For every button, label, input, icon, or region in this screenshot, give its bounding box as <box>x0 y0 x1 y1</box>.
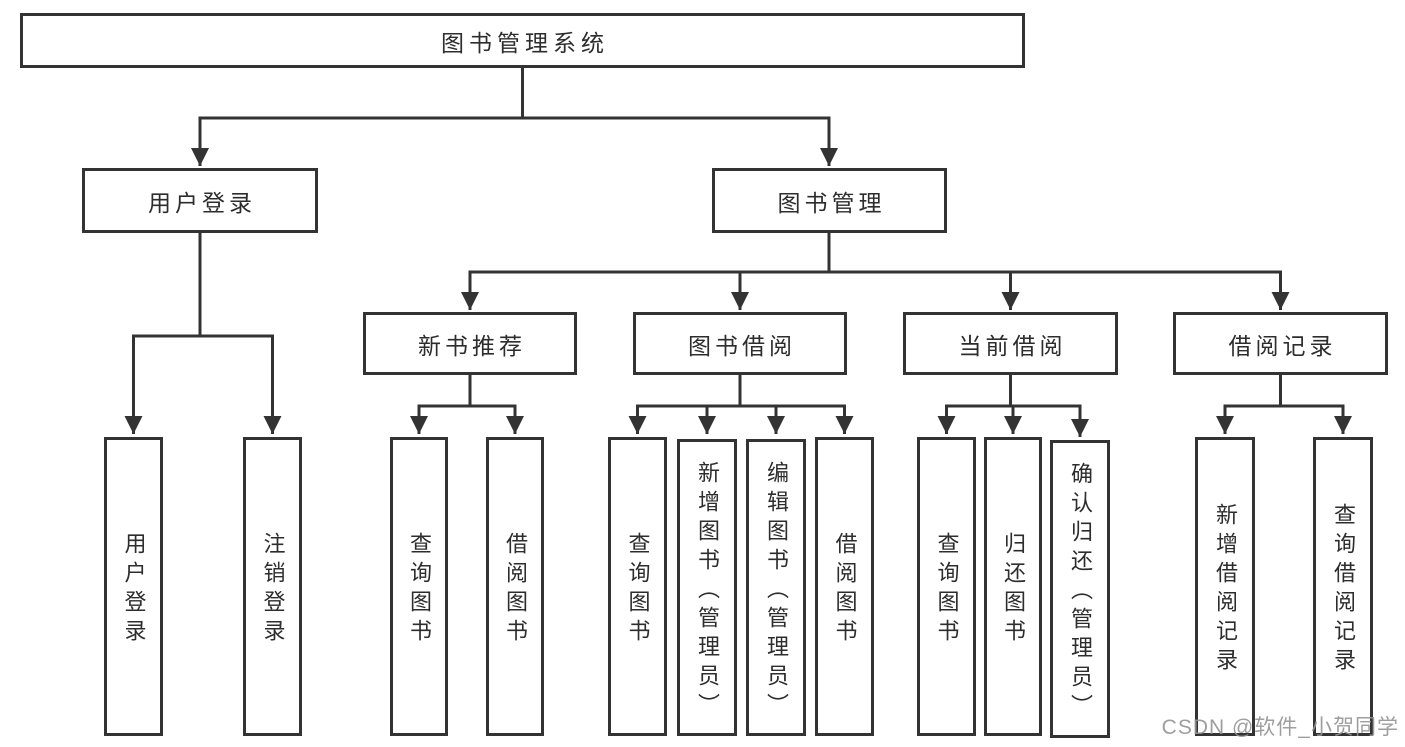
leaf-borrow-query-book: 查询图书 <box>608 437 667 736</box>
leaf-recommend-query-book: 查询图书 <box>390 437 448 736</box>
leaf-add-book-admin-label: 新增图书（管理员） <box>695 460 720 722</box>
node-current-borrow-label: 当前借阅 <box>958 332 1067 359</box>
leaf-current-query-book-label: 查询图书 <box>934 532 960 648</box>
node-book-borrow: 图书借阅 <box>633 312 847 375</box>
tree-arrows <box>124 118 1352 437</box>
leaf-query-borrow-record-label: 查询借阅记录 <box>1331 503 1356 677</box>
leaf-borrow-book: 借阅图书 <box>815 437 874 736</box>
leaf-user-login: 用户登录 <box>104 437 163 736</box>
leaf-edit-book-admin: 编辑图书（管理员） <box>746 439 806 736</box>
leaf-recommend-borrow-book-label: 借阅图书 <box>503 532 528 648</box>
leaf-confirm-return-admin: 确认归还（管理员） <box>1050 440 1110 738</box>
node-new-book-recommend: 新书推荐 <box>363 312 577 375</box>
node-new-book-recommend-label: 新书推荐 <box>418 332 526 359</box>
leaf-borrow-query-book-label: 查询图书 <box>625 532 651 648</box>
node-current-borrow: 当前借阅 <box>903 312 1118 375</box>
leaf-add-borrow-record: 新增借阅记录 <box>1195 437 1255 736</box>
leaf-return-book: 归还图书 <box>984 437 1042 736</box>
node-root-system: 图书管理系统 <box>20 13 1025 68</box>
node-book-management-label: 图书管理 <box>777 189 886 216</box>
leaf-recommend-query-book-label: 查询图书 <box>407 532 432 648</box>
node-book-borrow-label: 图书借阅 <box>688 332 796 359</box>
leaf-add-borrow-record-label: 新增借阅记录 <box>1213 503 1238 677</box>
leaf-query-borrow-record: 查询借阅记录 <box>1313 437 1373 736</box>
leaf-edit-book-admin-label: 编辑图书（管理员） <box>764 460 789 722</box>
leaf-confirm-return-admin-label: 确认归还（管理员） <box>1068 462 1093 723</box>
node-borrow-records: 借阅记录 <box>1173 312 1388 375</box>
node-root-system-label: 图书管理系统 <box>441 29 609 56</box>
leaf-logout-login-label: 注销登录 <box>260 532 286 648</box>
leaf-logout-login: 注销登录 <box>243 437 302 736</box>
csdn-watermark: CSDN @软件_小贺同学 <box>1161 716 1399 739</box>
leaf-borrow-book-label: 借阅图书 <box>832 532 858 648</box>
tree-trunk-lines <box>132 68 1345 408</box>
node-user-login-label: 用户登录 <box>148 189 256 216</box>
node-user-login: 用户登录 <box>82 168 318 233</box>
node-borrow-records-label: 借阅记录 <box>1228 332 1337 359</box>
leaf-add-book-admin: 新增图书（管理员） <box>677 439 737 736</box>
leaf-recommend-borrow-book: 借阅图书 <box>486 437 544 736</box>
node-book-management: 图书管理 <box>712 168 947 233</box>
leaf-user-login-label: 用户登录 <box>121 532 147 648</box>
leaf-current-query-book: 查询图书 <box>917 437 976 736</box>
leaf-return-book-label: 归还图书 <box>1001 532 1026 648</box>
